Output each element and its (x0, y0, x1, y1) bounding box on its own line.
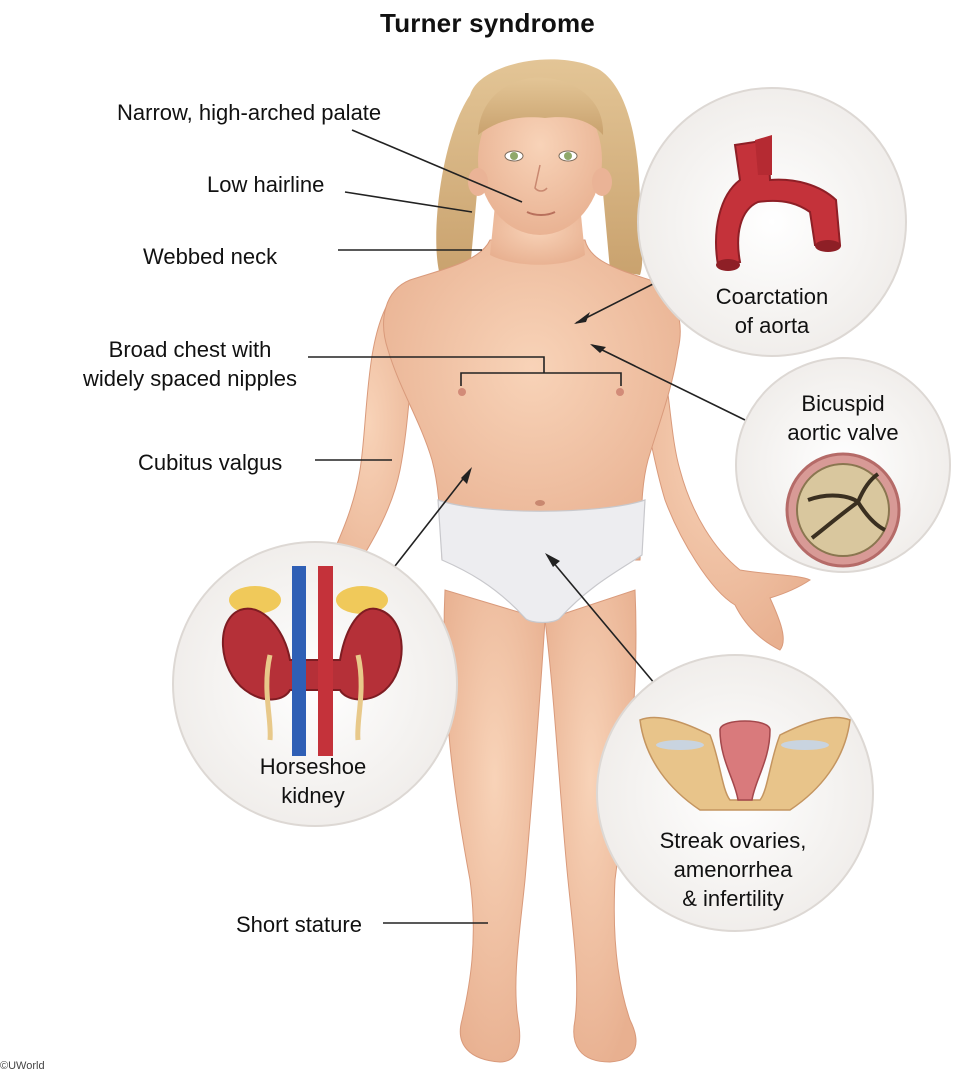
ovaries-label-line1: Streak ovaries, (659, 828, 807, 853)
aorta-label-line2: of aorta (734, 313, 810, 338)
aorta-label-line1: Coarctation (715, 284, 829, 309)
ovaries-leader (546, 554, 656, 685)
nose (534, 164, 548, 192)
leader-lines (308, 129, 746, 924)
navel (535, 500, 545, 506)
left-nipple (458, 388, 466, 396)
chest-bracket (460, 372, 622, 386)
chest-label: Broad chest with widely spaced nipples (70, 335, 310, 393)
right-ear (592, 168, 612, 196)
kidney-leader (394, 469, 471, 567)
hairline-leader (344, 191, 473, 213)
cubitus-label: Cubitus valgus (138, 450, 283, 475)
left-ear (468, 168, 488, 196)
kidney-inset (172, 541, 458, 827)
left-leg (443, 589, 546, 1063)
right-iris (564, 152, 572, 160)
kidney-label-line1: Horseshoe (259, 754, 367, 779)
ovaries-label-line3: & infertility (682, 886, 784, 911)
chest-label-line2: widely spaced nipples (82, 366, 298, 391)
copyright-text: ©UWorld (0, 1060, 45, 1072)
valve-inset-label: Bicuspid aortic valve (768, 389, 918, 447)
uterus (719, 720, 771, 801)
valve-leader (591, 344, 746, 421)
left-iris (510, 152, 518, 160)
ovaries-arrowhead (545, 553, 560, 567)
neck-label: Webbed neck (143, 244, 278, 269)
hairline-label: Low hairline (207, 172, 325, 197)
child-figure (315, 59, 811, 1063)
valve-label-line2: aortic valve (787, 420, 899, 445)
kidney-arrowhead (461, 467, 472, 484)
streak-ovary-right (781, 740, 829, 750)
ureters (264, 654, 364, 741)
valve-label-line1: Bicuspid (801, 391, 885, 416)
fat-left (229, 586, 281, 614)
aorta-inset (637, 87, 907, 357)
aorta-arrowhead (574, 312, 590, 324)
chest-label-line1: Broad chest with (108, 337, 272, 362)
arrowheads (461, 312, 606, 567)
fat-right (336, 586, 388, 614)
kidney-inset-label: Horseshoe kidney (243, 752, 383, 810)
vena-cava (292, 566, 306, 756)
underwear (437, 499, 646, 624)
valve-inset (735, 357, 951, 573)
face (478, 85, 602, 235)
ovaries-inset (596, 654, 874, 932)
aorta-inset-label: Coarctation of aorta (702, 282, 842, 340)
aorta-leader (575, 282, 656, 324)
stature-label: Short stature (236, 912, 362, 937)
kidney-label-line2: kidney (281, 783, 345, 808)
ovaries-label-line2: amenorrhea (673, 857, 793, 882)
right-nipple (616, 388, 624, 396)
ovaries-inset-label: Streak ovaries, amenorrhea & infertility (643, 826, 823, 913)
chest-leader (308, 356, 545, 373)
diagram-title: Turner syndrome (380, 8, 595, 38)
streak-ovary-left (656, 740, 704, 750)
palate-leader (351, 129, 523, 203)
bangs (478, 77, 604, 135)
valve-arrowhead (590, 344, 606, 353)
valve-cusps (807, 472, 886, 540)
aorta-vessel (715, 138, 842, 267)
aorta-vessel-kidney (318, 566, 333, 756)
palate-label: Narrow, high-arched palate (117, 100, 382, 125)
mouth (526, 211, 556, 216)
